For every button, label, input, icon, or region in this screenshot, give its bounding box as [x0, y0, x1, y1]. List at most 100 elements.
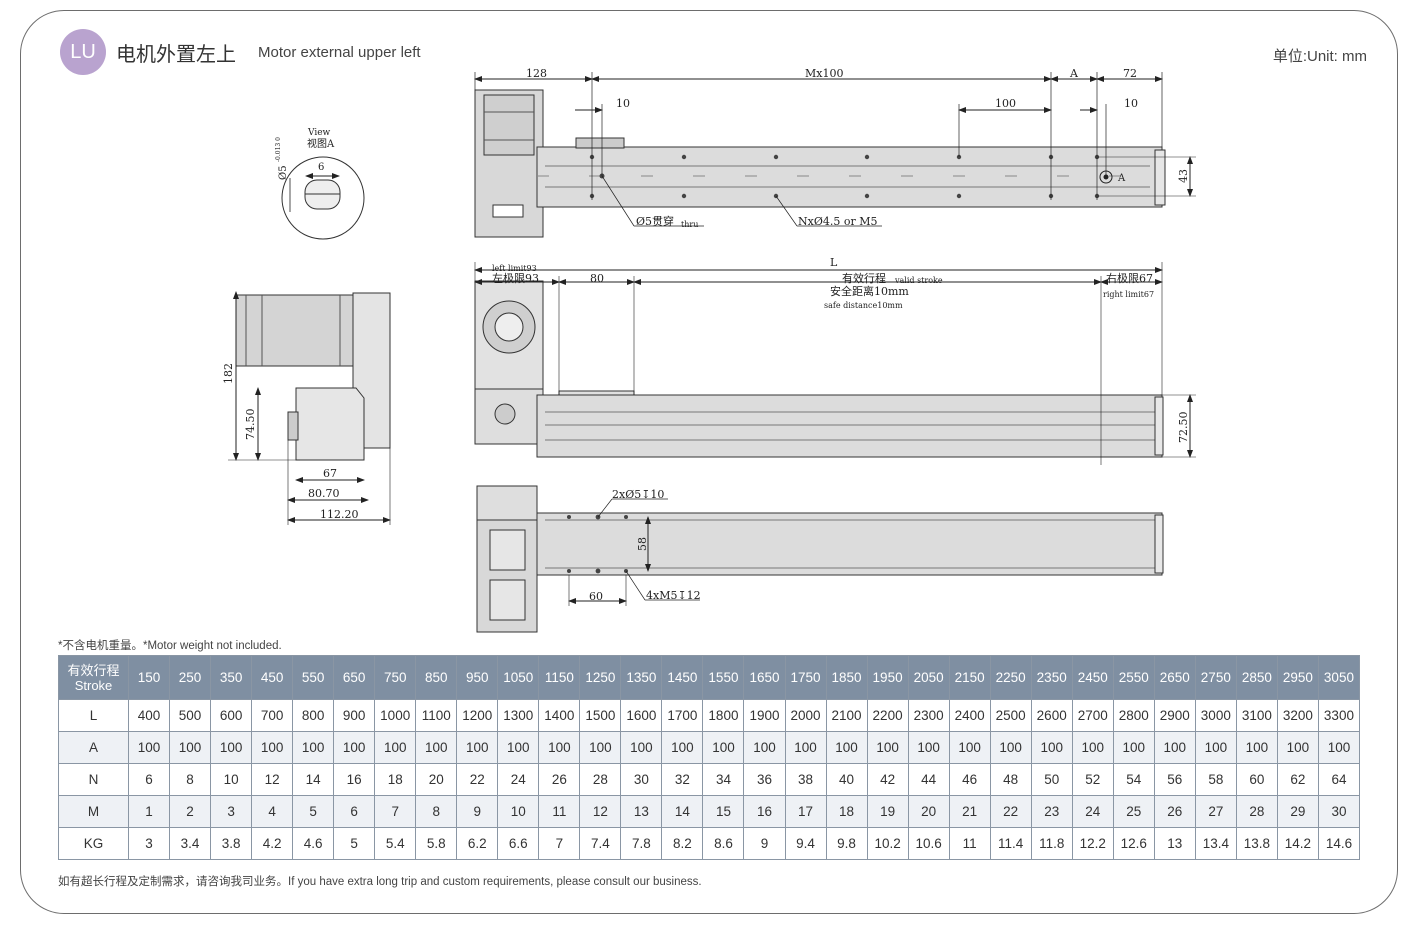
table-cell: 4.6 [292, 827, 335, 860]
table-cell: 15 [702, 795, 745, 828]
table-cell: 100 [579, 731, 622, 764]
table-cell: 8.2 [661, 827, 704, 860]
valid-stroke-en: valid stroke [894, 276, 943, 285]
safe-distance-en: safe distance10mm [824, 301, 903, 310]
table-cell: 1100 [415, 699, 458, 732]
dim-80-70: 80.70 [308, 487, 340, 500]
table-cell: 6 [333, 795, 376, 828]
table-cell: 3 [210, 795, 253, 828]
table-cell: 9.8 [825, 827, 868, 860]
table-cell: 44 [907, 763, 950, 796]
table-cell: 100 [907, 731, 950, 764]
stroke-value: 850 [415, 655, 458, 700]
page-frame [20, 10, 1398, 914]
stroke-header-zh: 有效行程 [67, 662, 120, 678]
table-cell: 1000 [374, 699, 417, 732]
table-cell: 5.4 [374, 827, 417, 860]
holes-2x-label: 2xØ5↧10 [612, 488, 664, 501]
right-limit-en: right limit67 [1103, 290, 1154, 299]
table-cell: 500 [169, 699, 212, 732]
table-cell: 22 [989, 795, 1032, 828]
row-label: N [58, 763, 129, 796]
stroke-value: 950 [456, 655, 499, 700]
table-cell: 52 [1071, 763, 1114, 796]
table-cell: 23 [1030, 795, 1073, 828]
stroke-value: 450 [251, 655, 294, 700]
table-cell: 17 [784, 795, 827, 828]
table-cell: 800 [292, 699, 335, 732]
table-cell: 100 [1235, 731, 1278, 764]
hole-thru-label: Ø5贯穿 [636, 214, 674, 228]
table-cell: 100 [1112, 731, 1155, 764]
table-cell: 13.4 [1194, 827, 1237, 860]
table-cell: 9 [743, 827, 786, 860]
table-cell: 8.6 [702, 827, 745, 860]
detail-dim-6: 6 [318, 162, 324, 173]
table-cell: 2200 [866, 699, 909, 732]
table-cell: 100 [743, 731, 786, 764]
table-cell: 700 [251, 699, 294, 732]
table-cell: 1700 [661, 699, 704, 732]
technical-drawing: View 视图A 6 Ø5 -0.013 0 [222, 67, 1196, 633]
table-cell: 900 [333, 699, 376, 732]
table-cell: 20 [907, 795, 950, 828]
hole-thru-en: thru [681, 220, 698, 229]
table-cell: 100 [210, 731, 253, 764]
table-cell: 3000 [1194, 699, 1237, 732]
stroke-value: 1450 [661, 655, 704, 700]
marker-a: A [1117, 173, 1126, 184]
model-badge: LU [60, 29, 106, 75]
table-cell: 7.4 [579, 827, 622, 860]
stroke-header-cell: 有效行程 Stroke [58, 655, 129, 700]
table-cell: 9.4 [784, 827, 827, 860]
stroke-value: 550 [292, 655, 335, 700]
dim-182: 182 [222, 363, 235, 384]
table-cell: 22 [456, 763, 499, 796]
table-cell: 4 [251, 795, 294, 828]
table-cell: 1 [127, 795, 171, 828]
table-cell: 10 [497, 795, 540, 828]
table-cell: 100 [1317, 731, 1361, 764]
table-cell: 10.6 [907, 827, 950, 860]
table-cell: 2800 [1112, 699, 1155, 732]
table-cell: 28 [579, 763, 622, 796]
table-cell: 14.6 [1317, 827, 1361, 860]
view-label-en: View [307, 128, 331, 138]
stroke-value: 250 [169, 655, 212, 700]
stroke-value: 2250 [989, 655, 1032, 700]
table-cell: 18 [374, 763, 417, 796]
view-label-zh: 视图A [307, 137, 335, 150]
table-cell: 5 [292, 795, 335, 828]
top-view: 128 Mx100 A 72 10 100 10 43 A Ø5贯穿 thru … [474, 67, 1196, 238]
table-cell: 24 [1071, 795, 1114, 828]
dim-100: 100 [995, 97, 1016, 110]
table-cell: 13 [1153, 827, 1196, 860]
table-cell: 100 [538, 731, 581, 764]
table-cell: 54 [1112, 763, 1155, 796]
stroke-value: 1150 [538, 655, 581, 700]
table-cell: 600 [210, 699, 253, 732]
table-cell: 9 [456, 795, 499, 828]
table-cell: 36 [743, 763, 786, 796]
footer-note: 如有超长行程及定制需求，请咨询我司业务。If you have extra lo… [58, 876, 702, 888]
table-cell: 6 [127, 763, 171, 796]
dim-67: 67 [323, 467, 337, 480]
table-cell: 2600 [1030, 699, 1073, 732]
table-cell: 12 [251, 763, 294, 796]
table-cell: 46 [948, 763, 991, 796]
dim-80: 80 [590, 272, 604, 285]
dim-10-right: 10 [1124, 97, 1138, 110]
table-cell: 21 [948, 795, 991, 828]
table-cell: 64 [1317, 763, 1361, 796]
row-label: L [58, 699, 129, 732]
right-limit-zh: 右极限67 [1106, 271, 1153, 285]
table-cell: 3.8 [210, 827, 253, 860]
table-cell: 10 [210, 763, 253, 796]
table-cell: 4.2 [251, 827, 294, 860]
table-cell: 62 [1276, 763, 1319, 796]
stroke-value: 350 [210, 655, 253, 700]
